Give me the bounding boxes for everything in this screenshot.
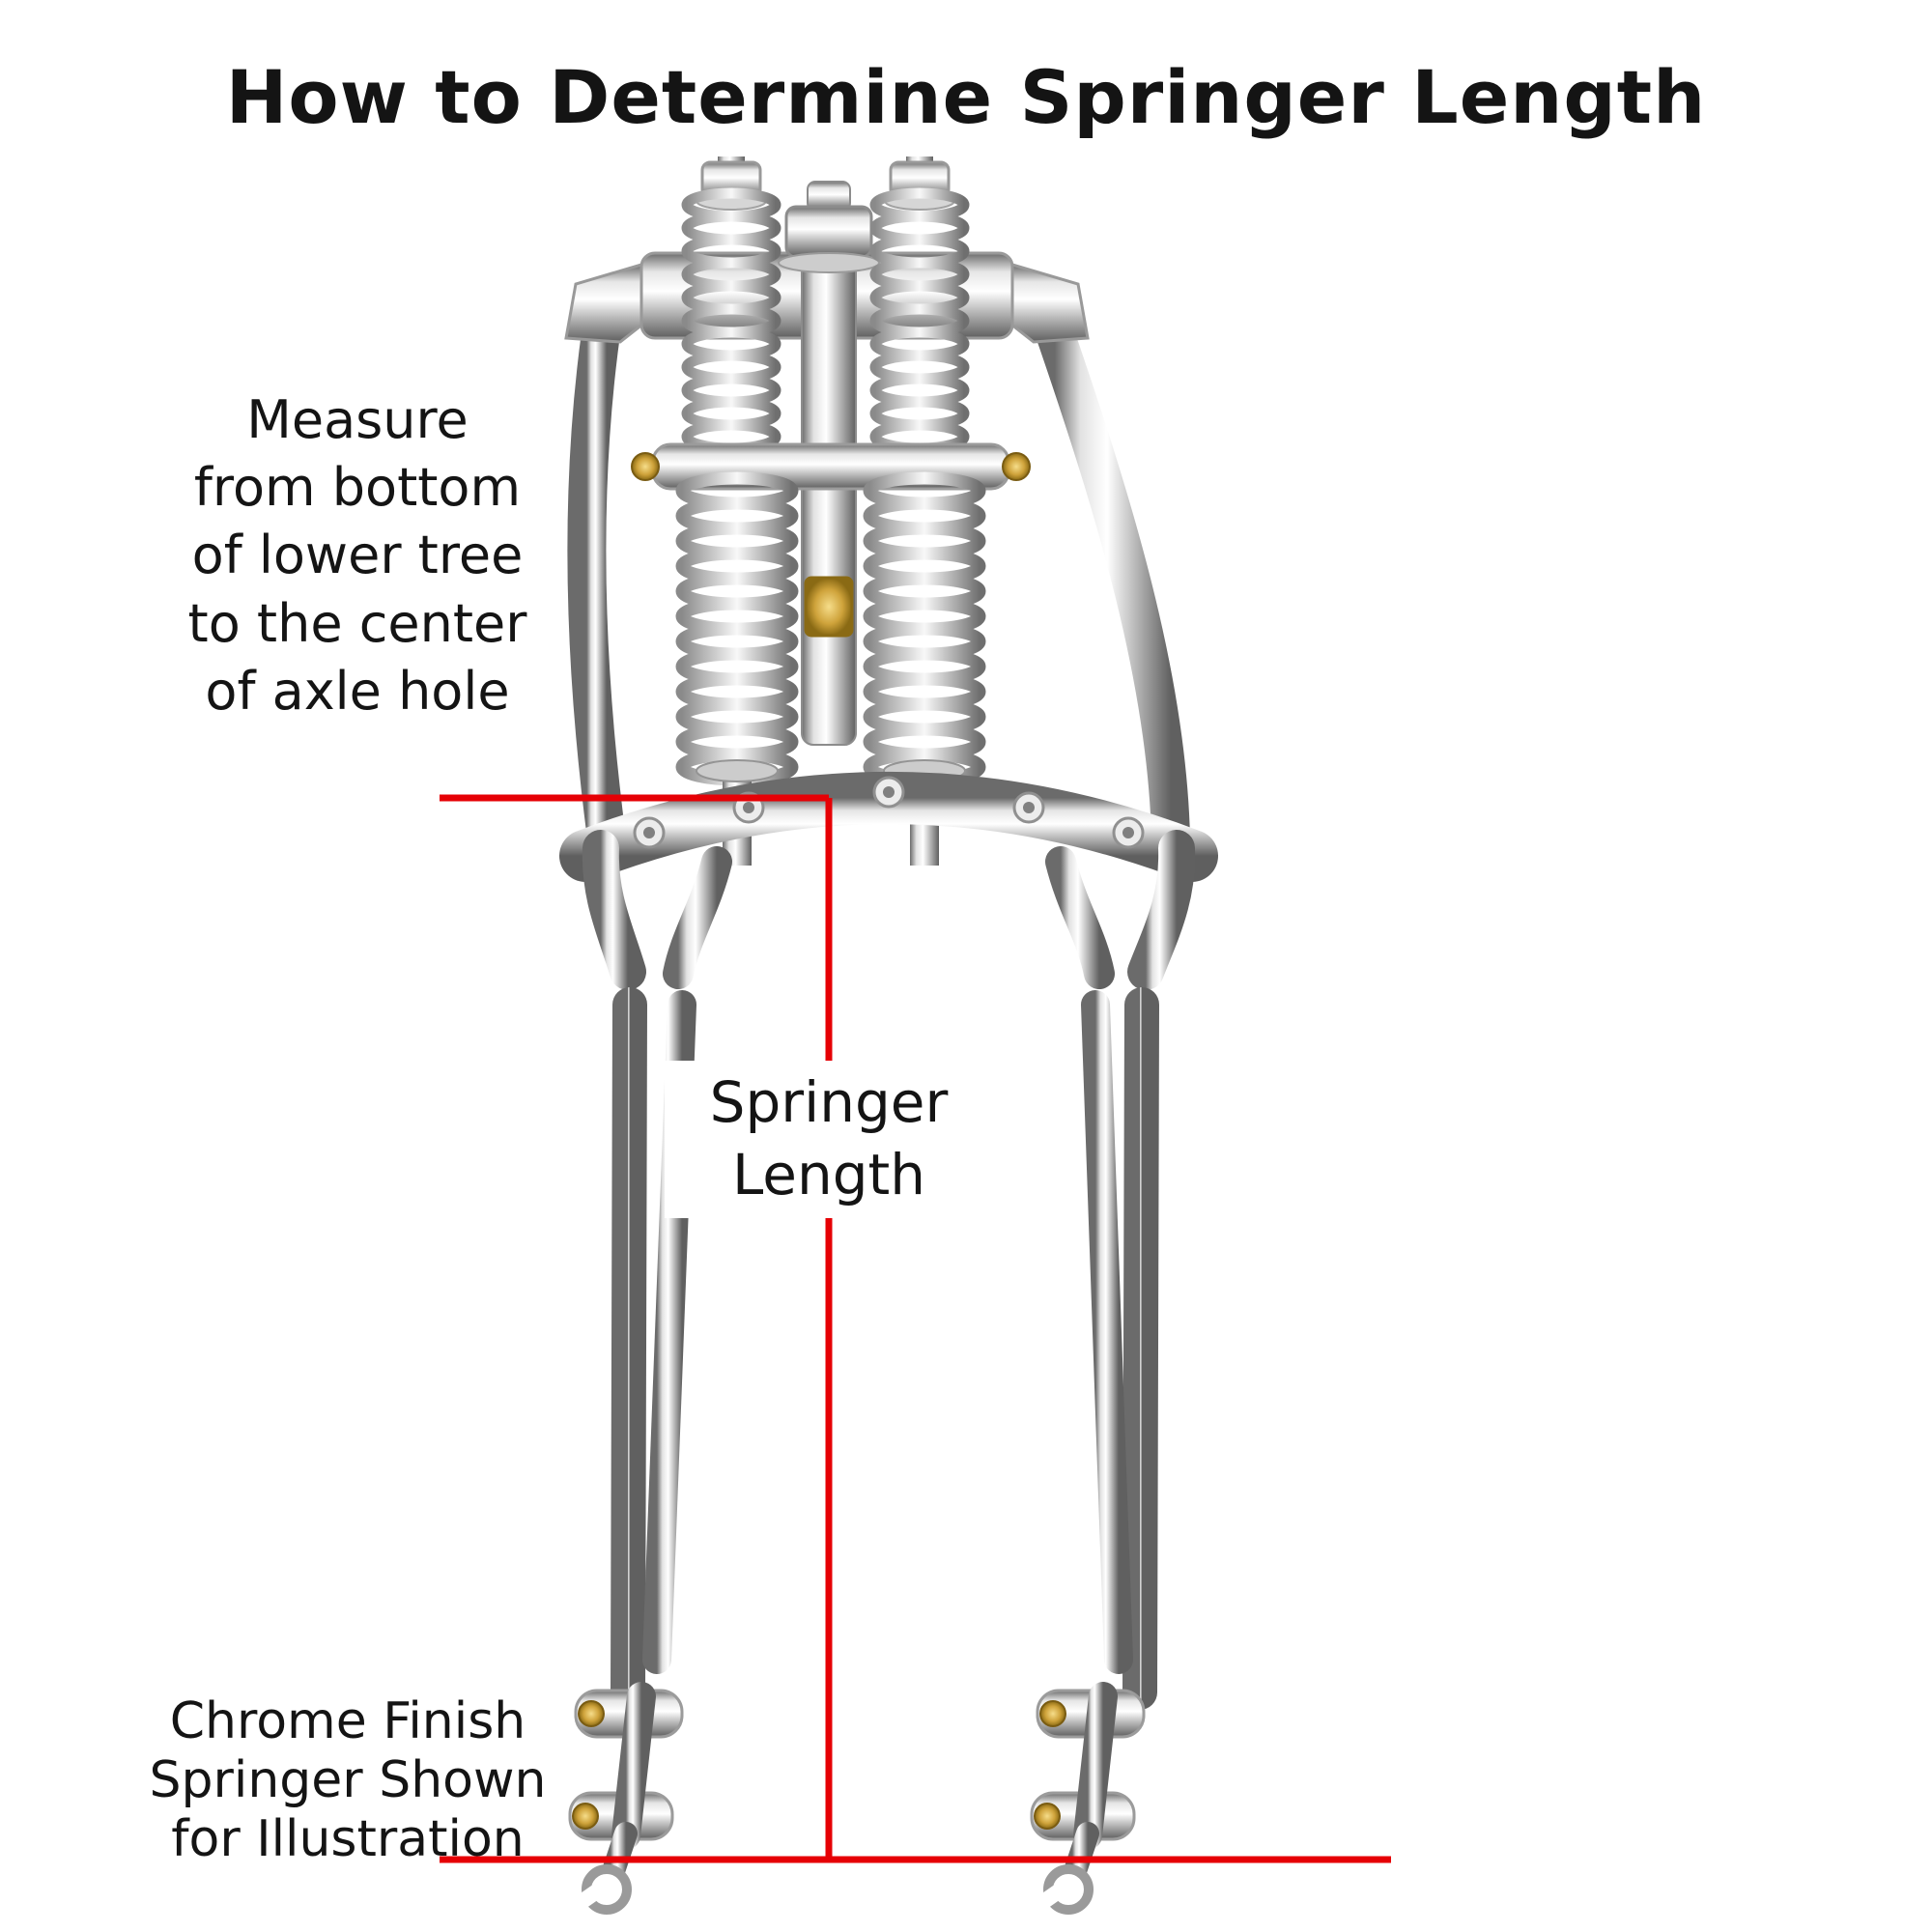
leg-elbows	[582, 830, 1196, 990]
measurement-lines	[440, 794, 1391, 1863]
rear-legs	[567, 314, 1190, 858]
lower-tree	[559, 772, 1218, 882]
finish-note: Chrome Finish Springer Shown for Illustr…	[149, 1692, 547, 1868]
page-title: How to Determine Springer Length	[225, 54, 1707, 140]
rockers	[570, 1690, 1144, 1911]
fork-legs	[611, 987, 1159, 1710]
measure-instruction-note: Measure from bottom of lower tree to the…	[187, 389, 527, 722]
springer-length-label: Springer Length	[665, 1061, 993, 1218]
